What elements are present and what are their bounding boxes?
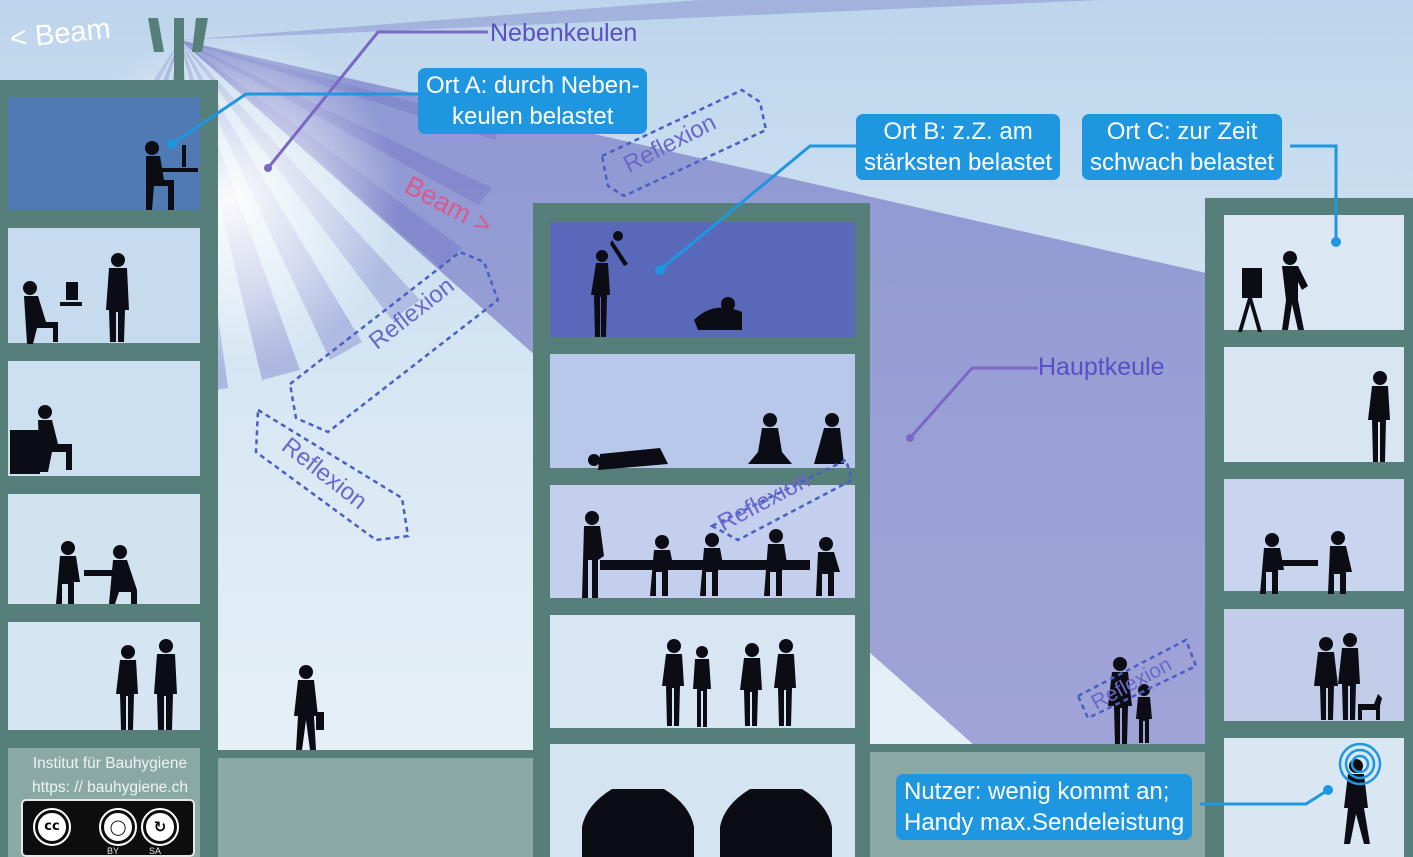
person-silhouette-icon [748,413,792,464]
credit-text: Institut für Bauhygiene https: // bauhyg… [17,752,203,800]
callout-nutzer-line2: Handy max.Sendeleistung [904,809,1185,836]
credit-url[interactable]: https: // bauhygiene.ch [32,779,188,796]
callout-ort-c: Ort C: zur Zeit schwach belastet [1082,114,1283,180]
person-silhouette-icon [582,511,604,598]
by-icon: ◯ [99,808,137,846]
car-icon [720,789,832,857]
cc-icon: cc [33,808,71,846]
person-silhouette-icon [740,643,762,726]
person-silhouette-icon [145,141,198,210]
by-label: BY [107,846,120,856]
person-silhouette-icon [694,297,742,330]
person-silhouette-icon [1328,531,1352,594]
leader-lines [171,30,1338,806]
ground-left [210,750,540,857]
back-lobe [180,0,1100,40]
person-silhouette-icon [294,665,324,750]
reflexion-boxes [254,88,1198,720]
person-silhouette-icon [1282,251,1308,330]
creative-commons-icon: cc ◯ ↻ BY SA [21,799,195,857]
silhouettes [10,141,1390,857]
building-right [1205,198,1413,857]
callout-ort-a: Ort A: durch Neben- keulen belastet [418,68,648,134]
person-silhouette-icon [23,281,82,344]
person-silhouette-icon [764,529,788,596]
person-silhouette-icon [1368,371,1390,462]
person-silhouette-icon [650,535,674,596]
person-silhouette-icon [588,448,668,470]
person-silhouette-icon [814,413,844,464]
person-silhouette-icon [1108,657,1132,744]
leader-dots [167,139,1341,795]
person-silhouette-icon [662,639,684,726]
antenna-icon [148,18,208,88]
car-icon [582,789,694,857]
table-icon [1282,560,1318,566]
sa-label: SA [149,846,162,856]
person-silhouette-icon [56,541,80,604]
person-silhouette-icon [816,537,840,596]
phone-signal-icon [1338,742,1382,786]
nebenkeulen-label: Nebenkeulen [490,19,638,47]
hauptkeule-label: Hauptkeule [1038,353,1165,381]
sa-icon: ↻ [141,808,179,846]
callout-ort-c-line1: Ort C: zur Zeit [1106,118,1258,145]
person-silhouette-icon [1314,637,1338,720]
person-silhouette-icon [154,639,177,730]
table-icon [84,570,124,576]
callout-ort-b-line1: Ort B: z.Z. am [883,118,1033,145]
person-silhouette-icon [106,253,129,342]
person-silhouette-icon [591,231,628,337]
ground-line-right [868,744,1208,752]
person-silhouette-icon [10,405,72,474]
credit-institute: Institut für Bauhygiene [32,755,188,772]
callout-nutzer-line1: Nutzer: wenig kommt an; [904,778,1170,805]
ground-line-left [210,750,540,758]
callout-ort-b-line2: stärksten belastet [864,149,1053,176]
callout-nutzer: Nutzer: wenig kommt an; Handy max.Sendel… [896,774,1193,840]
building-middle [533,203,870,857]
callout-ort-b: Ort B: z.Z. am stärksten belastet [856,114,1061,180]
person-silhouette-icon [700,533,724,596]
callout-ort-a-line1: Ort A: durch Neben- [426,72,640,99]
person-silhouette-icon [1338,633,1360,720]
person-silhouette-icon [693,646,711,727]
leader-dots-purple [264,164,914,442]
person-silhouette-icon [116,645,138,730]
person-silhouette-icon [774,639,796,726]
callout-ort-a-line2: keulen belastet [451,103,614,130]
callout-ort-c-line2: schwach belastet [1090,149,1275,176]
person-silhouette-icon [1260,533,1284,594]
easel-icon [1238,268,1262,332]
dog-icon [1358,694,1382,720]
